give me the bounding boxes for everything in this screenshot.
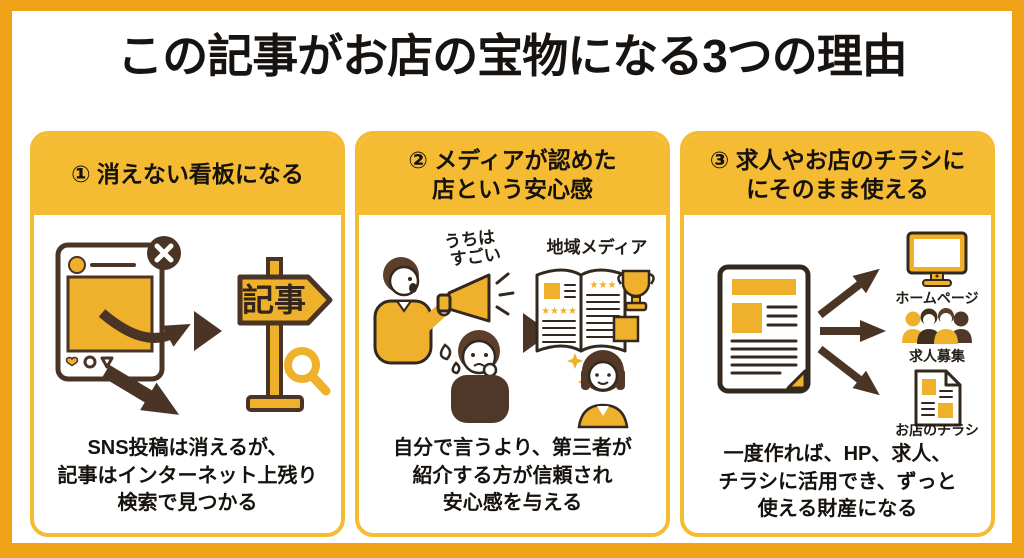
article-document: [717, 264, 810, 394]
sign-label: 記事: [241, 282, 305, 318]
panel-3-illustration: ホームページ 求人募集: [684, 215, 991, 437]
panel-2-heading: ② メディアが認めた 店という安心感: [359, 135, 666, 215]
panel-reason-3: ③ 求人やお店のチラシに にそのまま使える: [680, 131, 995, 537]
search-icon: [283, 347, 330, 396]
worried-person: [439, 330, 509, 423]
article-signpost: 記事: [237, 257, 332, 412]
page-title: この記事がお店の宝物になる3つの理由: [117, 30, 908, 82]
share-icon: [100, 356, 113, 369]
panel-reason-2: ② メディアが認めた 店という安心感 うちは すごい: [355, 131, 670, 537]
play-triangle-icon: [193, 311, 222, 351]
monitor-icon: [906, 231, 967, 287]
man-with-megaphone: [373, 257, 514, 365]
speech-text: うちは すごい: [443, 227, 502, 269]
panel-1-heading: ① 消えない看板になる: [34, 135, 341, 215]
target-label-flyer: お店のチラシ: [895, 422, 979, 437]
comment-icon: [83, 355, 96, 369]
panel-3-heading: ③ 求人やお店のチラシに にそのまま使える: [684, 135, 991, 215]
close-icon: [146, 236, 181, 270]
stars-left: ★★★★: [541, 306, 577, 317]
people-group-icon: [901, 308, 972, 344]
panel-1-illustration: 記事: [34, 215, 341, 431]
photo-square: [612, 315, 639, 343]
megaphone-icon: [436, 273, 490, 323]
media-label: 地域メディア: [546, 237, 647, 257]
sns-post-card: [55, 242, 164, 382]
target-label-homepage: ホームページ: [895, 290, 978, 306]
trophy-icon: [616, 269, 655, 312]
article-reuse-illustration: ホームページ 求人募集: [717, 231, 979, 437]
panel-3-caption: 一度作れば、HP、求人、 チラシに活用でき、ずっと 使える財産になる: [718, 443, 957, 521]
heart-icon: [65, 356, 78, 367]
panel-1-caption: SNS投稿は消えるが、 記事はインターネット上残り 検索で見つかる: [57, 437, 318, 515]
avatar: [67, 256, 86, 274]
curved-arrow-icon: [98, 309, 191, 347]
media-trust-illustration: うちは すごい: [373, 227, 655, 429]
stars-right: ★★★: [589, 280, 616, 291]
sns-to-article-illustration: 記事: [55, 236, 332, 415]
sound-lines: [495, 272, 514, 316]
panel-2-caption: 自分で言うより、第三者が 紹介する方が信頼され 安心感を与える: [393, 437, 632, 515]
magazine: ★★★★ ★★★: [535, 268, 626, 353]
panel-reason-1: ① 消えない看板になる: [30, 131, 345, 537]
arrow-up-icon: [817, 268, 880, 319]
reporter-woman: [577, 350, 628, 429]
flyer-icon: [914, 369, 961, 427]
arrow-down-icon: [817, 345, 880, 396]
panel-2-illustration: うちは すごい: [359, 215, 666, 431]
big-arrow-icon: [101, 364, 179, 415]
fan-arrows: [817, 268, 886, 396]
target-label-recruit: 求人募集: [909, 348, 966, 364]
reason-panels: ① 消えない看板になる: [30, 131, 995, 537]
